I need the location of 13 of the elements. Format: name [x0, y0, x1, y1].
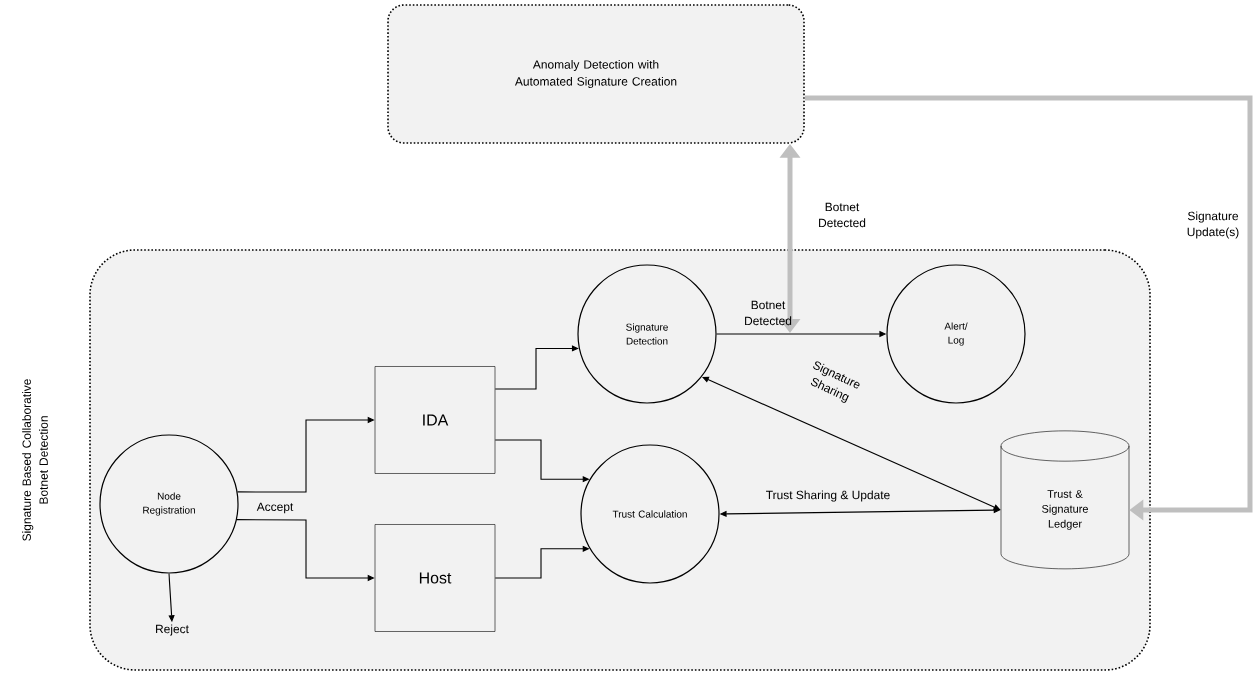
edge-label: Accept	[256, 502, 294, 514]
edge-label: Botnet Detected	[745, 300, 792, 326]
arrow	[494, 345, 579, 390]
database-cylinder: Trust & Signature Ledger	[1000, 430, 1130, 570]
process-box: Host	[374, 524, 496, 632]
edge-label: Trust Sharing & Update	[766, 490, 890, 502]
outcome-label: Reject	[156, 624, 189, 636]
arrow	[804, 95, 1253, 521]
group-title: Signature Based Collaborative Botnet Detection	[22, 379, 48, 541]
edge-label: Botnet Detected	[819, 202, 866, 228]
detection-panel: Anomaly Detection with Automated Signature Creation	[387, 4, 805, 144]
edge-label: Signature Update(s)	[1187, 211, 1239, 239]
process-box: IDA	[374, 366, 496, 474]
